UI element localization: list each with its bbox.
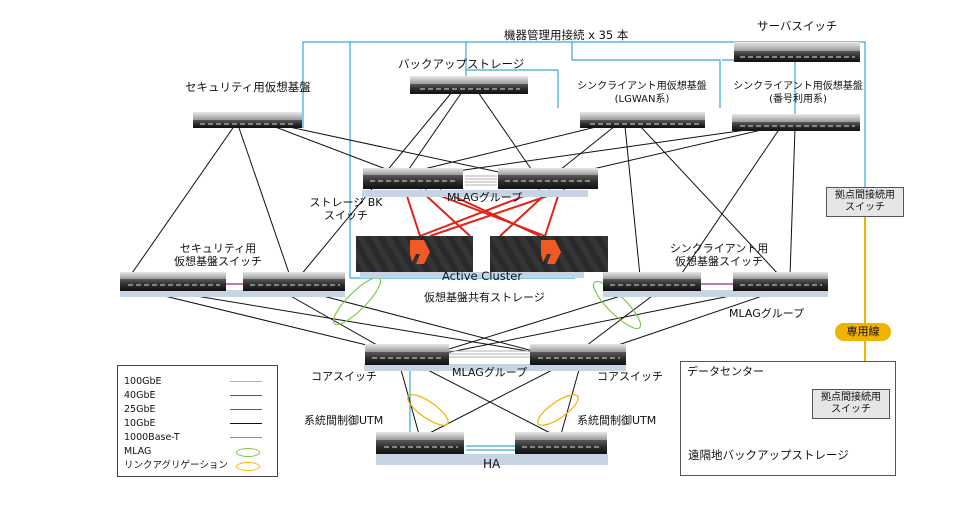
- thin-switch-right: [733, 272, 828, 291]
- ha-label: HA: [483, 457, 501, 471]
- twentyfive-gbe-links: [404, 189, 566, 237]
- legend-swatch-10gbe: [230, 423, 262, 424]
- legend-label-10gbe: 10GbE: [124, 418, 156, 429]
- utm-left-label: 系統間制御UTM: [304, 414, 384, 427]
- core-switch-right-label: コアスイッチ: [597, 370, 663, 383]
- remote-backup-label: 遠隔地バックアップストレージ: [688, 448, 849, 462]
- utm-right-label: 系統間制御UTM: [577, 414, 657, 427]
- storage-bk-switch-left: [363, 168, 463, 189]
- legend-label-40gbe: 40GbE: [124, 390, 156, 401]
- storage-bk-switch-right: [498, 168, 598, 189]
- site-switch-box: 拠点間接続用スイッチ: [826, 187, 904, 217]
- legend: 100GbE 40GbE 25GbE 10GbE 1000Base-T MLAG…: [117, 365, 278, 477]
- thin-switch-left: [603, 272, 701, 291]
- security-vm-host-label: セキュリティ用仮想基盤: [185, 80, 311, 94]
- security-switch-label: セキュリティ用仮想基盤スイッチ: [174, 242, 262, 268]
- core-switch-right: [530, 344, 626, 365]
- ten-gbe-links: [129, 91, 796, 439]
- server-switch-label: サーバスイッチ: [757, 19, 838, 33]
- security-switch-left: [120, 272, 226, 291]
- legend-label-link-aggregation: リンクアグリゲーション: [124, 460, 228, 471]
- shared-storage-label: 仮想基盤共有ストレージ: [424, 291, 545, 304]
- backup-storage-device: [410, 76, 528, 94]
- security-vm-host-device: [193, 112, 302, 128]
- backup-storage-label: バックアップストレージ: [398, 57, 525, 71]
- core-switch-left: [365, 344, 449, 365]
- legend-swatch-1000base-t: [230, 437, 262, 438]
- storage-platform: [360, 272, 584, 278]
- core-switch-left-label: コアスイッチ: [311, 370, 377, 383]
- link-aggregation-ellipses: [407, 394, 579, 426]
- legend-swatch-25gbe: [230, 409, 262, 410]
- storage-logo-icon-right: [541, 240, 561, 264]
- legend-swatch-40gbe: [230, 395, 262, 396]
- legend-label-1000base-t: 1000Base-T: [124, 432, 180, 443]
- diagram-title: 機器管理用接続 x 35 本: [504, 28, 629, 42]
- mlag-group-core-label: MLAGグループ: [452, 366, 528, 379]
- hundred-gbe-links: [448, 175, 530, 358]
- legend-swatch-100gbe: [230, 381, 262, 382]
- dedicated-line-badge: 専用線: [835, 323, 891, 341]
- legend-label-mlag: MLAG: [124, 446, 152, 457]
- storage-logo-icon-left: [410, 240, 430, 264]
- datacenter-label: データセンター: [687, 365, 764, 378]
- thin-lgwan-label: シンクライアント用仮想基盤(LGWAN系): [577, 81, 707, 105]
- thin-number-label: シンクライアント用仮想基盤(番号利用系): [733, 81, 863, 105]
- legend-label-25gbe: 25GbE: [124, 404, 156, 415]
- server-switch-device: [734, 42, 860, 62]
- utm-left-device: [376, 432, 464, 454]
- dc-site-switch-box: 拠点間接続用スイッチ: [812, 389, 890, 419]
- utm-right-device: [515, 432, 607, 454]
- mlag-ellipses: [332, 276, 642, 330]
- legend-swatch-mlag: [236, 448, 260, 457]
- thin-lgwan-host-device: [580, 112, 705, 128]
- mlag-group-right-label: MLAGグループ: [729, 307, 805, 320]
- legend-label-100gbe: 100GbE: [124, 376, 162, 387]
- thin-number-host-device: [732, 114, 860, 131]
- active-cluster-label: Active Cluster: [442, 269, 523, 283]
- mlag-group-top-label: MLAGグループ: [447, 191, 523, 204]
- security-switch-right: [243, 272, 345, 291]
- thin-switch-label: シンクライアント用仮想基盤スイッチ: [669, 242, 769, 268]
- legend-swatch-link-aggregation: [236, 462, 260, 471]
